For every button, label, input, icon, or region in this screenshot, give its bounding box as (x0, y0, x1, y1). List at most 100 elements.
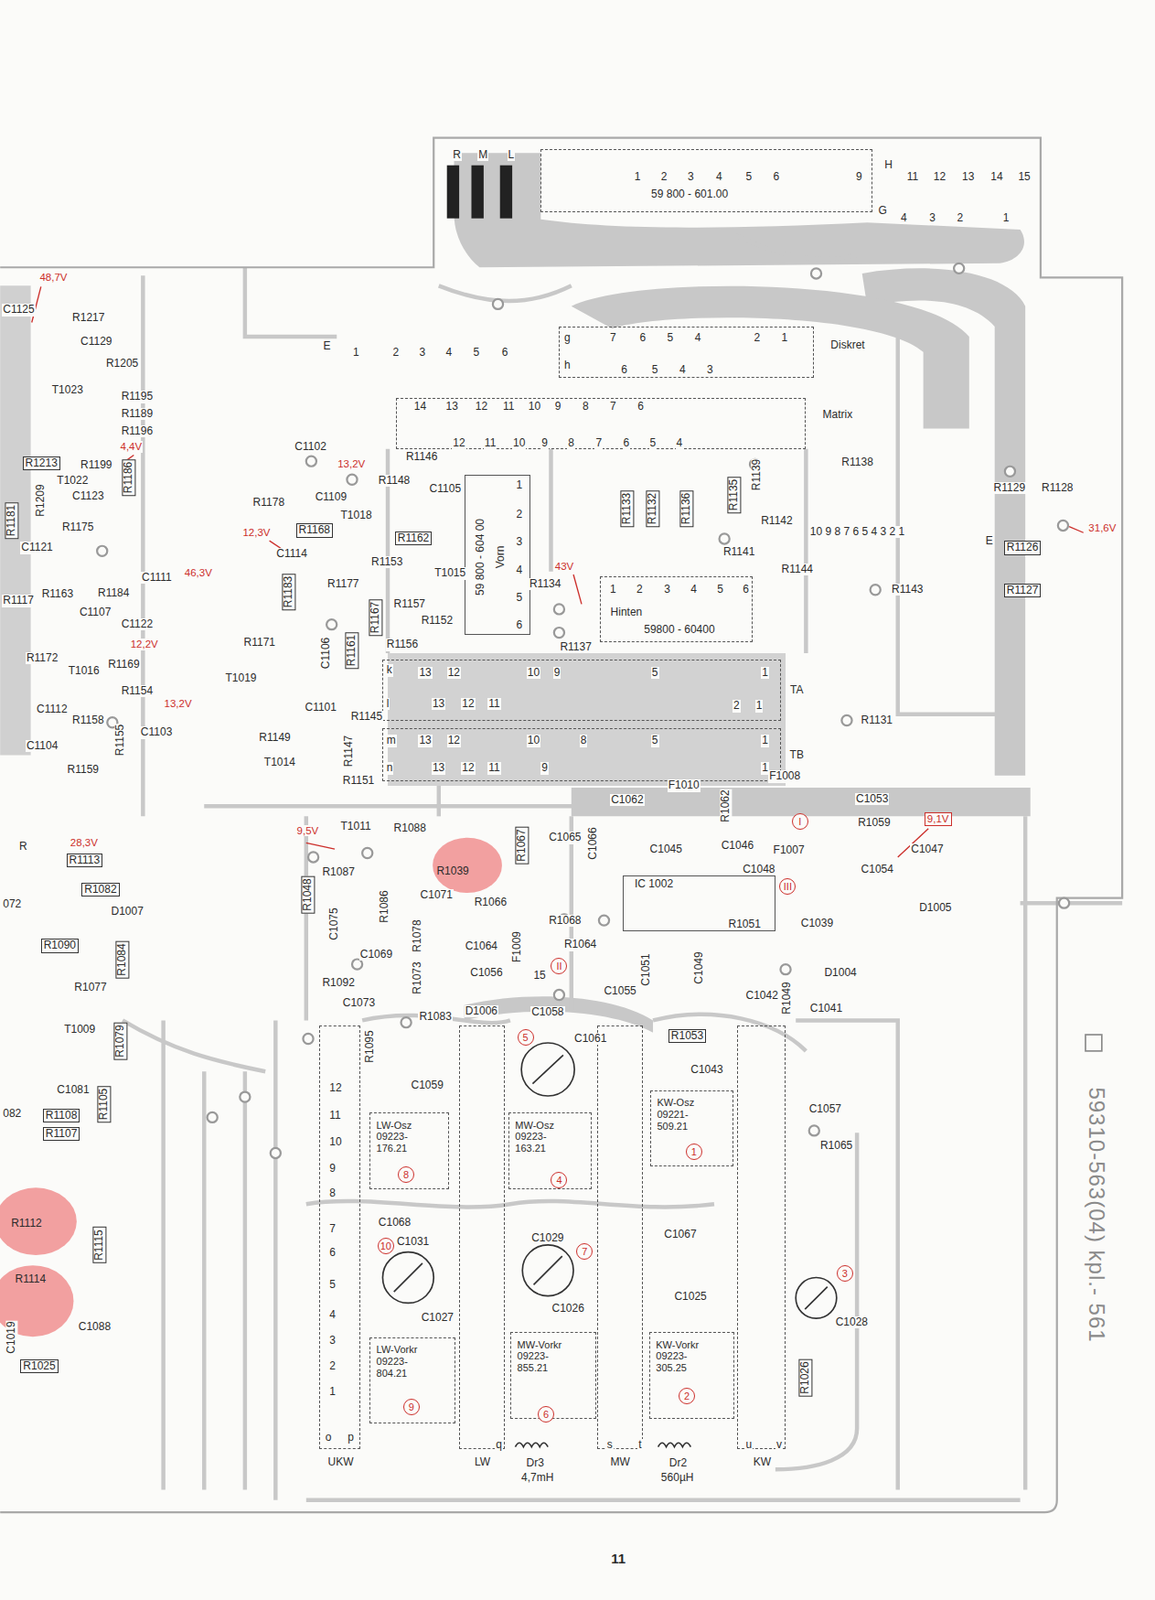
part-label: L (507, 149, 516, 161)
part-label: C1055 (602, 984, 637, 997)
part-label: D1006 (464, 1005, 499, 1017)
part-label: R1126 (1004, 540, 1041, 555)
part-label: 15 (1016, 171, 1031, 183)
part-label: C1103 (139, 726, 173, 738)
part-label: 4 (694, 331, 703, 344)
part-label: 14 (413, 400, 428, 413)
module-label: MW-Osz 09223- 163.21 (514, 1119, 572, 1155)
part-label: R1062 (720, 789, 733, 824)
part-label: C1047 (909, 843, 944, 856)
voltage-label: 31,6V (1087, 522, 1117, 535)
part-label: 1 (1002, 212, 1011, 225)
part-label: C1042 (744, 989, 779, 1002)
callout-number: II (550, 957, 567, 974)
part-label: R1068 (547, 914, 582, 927)
part-label: T1019 (224, 672, 257, 685)
part-label: C1114 (275, 547, 309, 560)
part-label: R1181 (5, 502, 20, 539)
part-label: 6 (741, 583, 750, 596)
part-label: m (385, 734, 397, 747)
part-label: 4 (899, 212, 909, 225)
part-label: R1162 (395, 531, 432, 546)
part-label: C1069 (359, 948, 394, 961)
part-label: F1008 (768, 770, 802, 782)
callout-number: I (791, 812, 809, 830)
part-label: C1025 (673, 1290, 707, 1303)
module-box: Diskret (558, 326, 814, 378)
part-label: 11 (906, 171, 920, 183)
part-label: Dr3 (525, 1456, 546, 1469)
part-label: 1 (755, 699, 764, 712)
part-label: 5 (666, 331, 675, 344)
part-label: R1213 (22, 456, 61, 471)
voltage-label: 9,5V (296, 824, 321, 837)
part-label: R1127 (1004, 583, 1041, 598)
module-label: Diskret (830, 339, 865, 353)
part-label: 6 (501, 346, 510, 359)
part-label: T1022 (55, 474, 89, 487)
part-label: R1161 (344, 630, 359, 668)
module-label: 59800 - 60400 (643, 623, 715, 637)
module-label: UKW (328, 1455, 354, 1469)
part-label: 072 (1, 898, 22, 910)
part-label: C1081 (55, 1083, 90, 1096)
part-label: C1028 (834, 1315, 869, 1328)
part-label: h (563, 359, 572, 372)
part-label: 1 (514, 479, 524, 492)
part-label: C1075 (328, 906, 341, 941)
part-label: 12 (451, 437, 466, 450)
module-label: KW (753, 1455, 771, 1469)
part-label: 9 (540, 761, 549, 774)
part-label: C1104 (25, 739, 59, 752)
part-label: n (385, 761, 395, 774)
part-label: 11 (328, 1109, 342, 1122)
part-label: 9 (328, 1162, 337, 1175)
part-label: 3 (686, 171, 696, 183)
part-label: C1071 (419, 888, 454, 901)
part-label: 10 (527, 400, 542, 413)
part-label: R1158 (71, 714, 105, 727)
part-label: 6 (622, 437, 631, 450)
callout-number: III (779, 877, 796, 895)
part-label: R1168 (296, 523, 333, 537)
part-label: R1065 (819, 1139, 854, 1152)
part-label: C1106 (320, 636, 332, 670)
part-label: C1105 (428, 482, 462, 495)
part-label: 4 (715, 171, 724, 183)
part-label: 1 (760, 666, 770, 679)
module-label: KW-Vorkr 09223- 305.25 (655, 1338, 713, 1374)
part-label: T1023 (51, 384, 85, 396)
part-label: R1167 (368, 598, 383, 636)
part-label: T1009 (63, 1023, 97, 1036)
part-label: 12 (474, 400, 489, 413)
part-label: R1095 (363, 1028, 376, 1063)
part-label: R1067 (515, 825, 530, 864)
part-label: C1088 (77, 1320, 112, 1333)
part-label: 5 (649, 437, 658, 450)
part-label: C1102 (293, 440, 327, 453)
part-label: R1053 (668, 1028, 706, 1043)
voltage-label: 12,2V (129, 638, 160, 651)
part-label: R1115 (93, 1226, 107, 1263)
part-label: R1175 (61, 521, 95, 534)
part-label: R1151 (342, 774, 375, 787)
part-label: 13 (417, 734, 432, 747)
part-label: 2 (514, 508, 524, 521)
part-label: R1128 (1040, 481, 1074, 494)
part-label: 4 (678, 363, 687, 376)
part-label: 4 (689, 583, 698, 596)
part-label: R1026 (799, 1358, 813, 1397)
part-label: R1169 (106, 658, 140, 671)
part-label: C1112 (35, 703, 69, 716)
part-label: 2 (635, 583, 644, 596)
part-label: C1125 (1, 303, 35, 316)
part-label: R1145 (350, 710, 384, 723)
callout-number: 7 (576, 1242, 593, 1260)
part-label: 4,7mH (520, 1471, 555, 1484)
part-label: R1159 (66, 763, 100, 776)
part-label: T1018 (340, 509, 374, 522)
part-label: C1039 (800, 917, 835, 930)
part-label: R1084 (115, 940, 129, 978)
part-label: D1007 (109, 905, 144, 918)
